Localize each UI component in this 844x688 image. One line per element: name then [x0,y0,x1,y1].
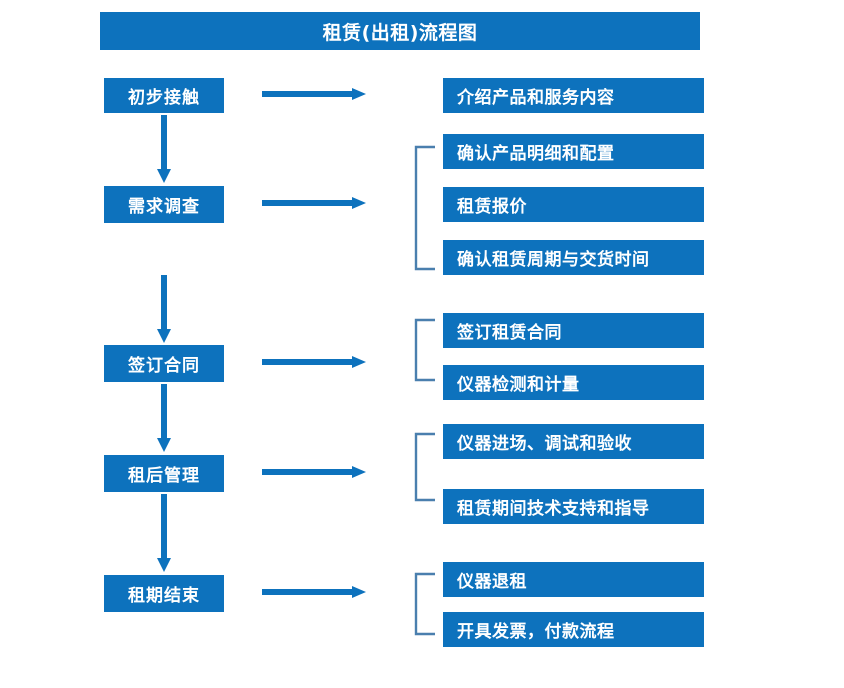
detail-node-7[interactable]: 仪器进场、调试和验收 [443,424,704,459]
detail-node-4[interactable]: 确认租赁周期与交货时间 [443,240,704,275]
detail-node-9-label: 仪器退租 [457,572,527,592]
stage-node-2-label: 需求调查 [128,197,200,217]
detail-node-8[interactable]: 租赁期间技术支持和指导 [443,489,704,524]
detail-node-4-label: 确认租赁周期与交货时间 [457,250,650,270]
detail-node-8-label: 租赁期间技术支持和指导 [457,499,650,519]
stage-node-5-label: 租期结束 [128,586,200,606]
diagram-title: 租赁(出租)流程图 [100,12,700,50]
detail-node-3-label: 租赁报价 [457,197,527,217]
right-arrow-icon-5 [262,586,366,598]
right-arrow-icon-4 [262,466,366,478]
stage-node-4-label: 租后管理 [128,466,200,486]
right-arrow-icon-2 [262,197,366,209]
detail-node-1[interactable]: 介绍产品和服务内容 [443,78,704,113]
right-arrow-icon-3 [262,356,366,368]
detail-node-6-label: 仪器检测和计量 [457,375,580,395]
group-bracket-icon-2 [413,318,435,382]
detail-node-5[interactable]: 签订租赁合同 [443,313,704,348]
down-arrow-icon-1 [157,115,171,185]
detail-node-10-label: 开具发票，付款流程 [457,622,615,642]
group-bracket-icon-4 [413,572,435,636]
stage-node-3-label: 签订合同 [128,356,200,376]
stage-node-5[interactable]: 租期结束 [104,575,224,612]
detail-node-10[interactable]: 开具发票，付款流程 [443,612,704,647]
detail-node-9[interactable]: 仪器退租 [443,562,704,597]
stage-node-1[interactable]: 初步接触 [104,78,224,113]
detail-node-6[interactable]: 仪器检测和计量 [443,365,704,400]
down-arrow-icon-2 [157,275,171,345]
down-arrow-icon-3 [157,384,171,454]
detail-node-7-label: 仪器进场、调试和验收 [457,434,632,454]
detail-node-3[interactable]: 租赁报价 [443,187,704,222]
detail-node-2-label: 确认产品明细和配置 [457,144,615,164]
group-bracket-icon-1 [413,145,435,271]
down-arrow-icon-4 [157,494,171,574]
stage-node-2[interactable]: 需求调查 [104,186,224,223]
right-arrow-icon-1 [262,88,366,100]
stage-node-1-label: 初步接触 [128,88,200,108]
detail-node-2[interactable]: 确认产品明细和配置 [443,134,704,169]
stage-node-4[interactable]: 租后管理 [104,455,224,492]
detail-node-5-label: 签订租赁合同 [457,323,562,343]
group-bracket-icon-3 [413,432,435,502]
stage-node-3[interactable]: 签订合同 [104,345,224,382]
detail-node-1-label: 介绍产品和服务内容 [457,88,615,108]
